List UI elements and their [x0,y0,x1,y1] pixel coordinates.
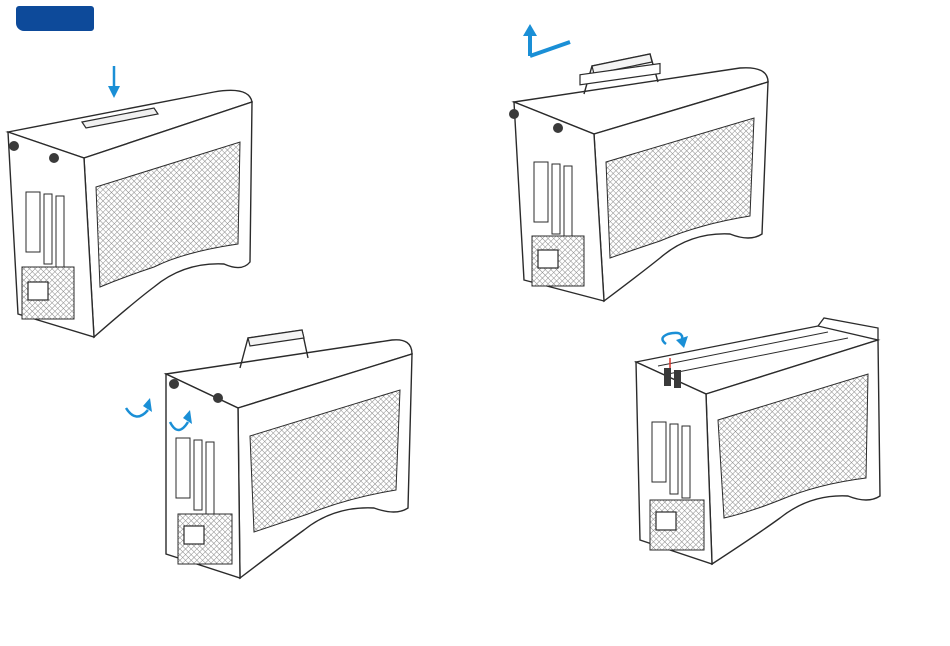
step-2-illustration [500,26,780,306]
step-1-illustration [4,62,268,342]
enclosure-unscrew-drawing [112,328,418,580]
step-4-illustration [628,318,888,568]
enclosure-handle-up-drawing [500,26,780,306]
enclosure-closed-drawing [4,62,268,342]
rotate-screw-arrow-icon [126,398,152,417]
press-down-arrow-icon [108,66,120,98]
enclosure-open-drawing [628,318,888,568]
step-3-illustration [112,328,418,580]
rotate-screw-arrow-icon [662,333,688,348]
section-badge [16,6,94,31]
lift-handle-arrow-icon [523,24,570,56]
